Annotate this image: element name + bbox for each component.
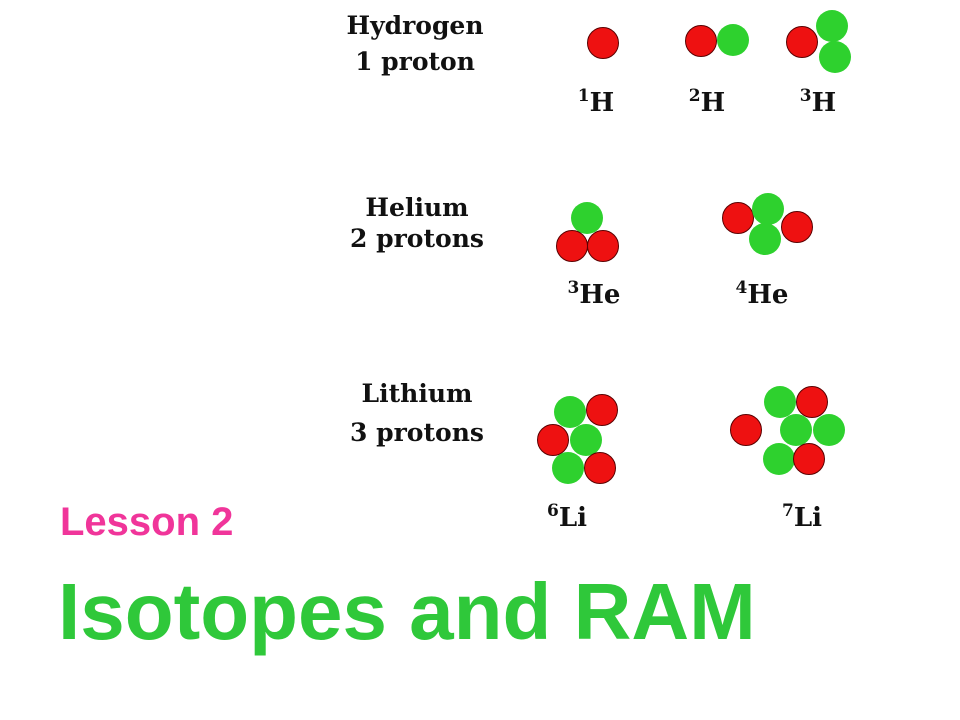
proton: [537, 424, 569, 456]
neutron: [816, 10, 848, 42]
isotope-label-li7: 7Li: [781, 501, 823, 533]
proton: [793, 443, 825, 475]
neutron: [763, 443, 795, 475]
proton: [730, 414, 762, 446]
proton: [786, 26, 818, 58]
neutron: [749, 223, 781, 255]
proton: [584, 452, 616, 484]
neutron: [764, 386, 796, 418]
proton: [587, 230, 619, 262]
proton-count-hydrogen: 1 proton: [355, 47, 475, 76]
neutron: [752, 193, 784, 225]
proton-count-helium: 2 protons: [350, 224, 484, 253]
element-name-lithium: Lithium: [361, 379, 473, 408]
neutron: [571, 202, 603, 234]
neutron: [570, 424, 602, 456]
proton: [796, 386, 828, 418]
neutron: [819, 41, 851, 73]
isotope-label-h1: 1H: [577, 86, 615, 118]
isotope-label-li6: 6Li: [546, 501, 588, 533]
lesson-number: Lesson 2: [60, 500, 234, 544]
element-name-helium: Helium: [365, 193, 469, 222]
proton: [781, 211, 813, 243]
isotope-label-he3: 3He: [567, 278, 621, 310]
proton: [556, 230, 588, 262]
proton: [722, 202, 754, 234]
proton-count-lithium: 3 protons: [350, 418, 484, 447]
isotope-label-h2: 2H: [688, 86, 726, 118]
isotope-label-he4: 4He: [735, 278, 789, 310]
proton: [685, 25, 717, 57]
isotope-label-h3: 3H: [799, 86, 837, 118]
proton: [587, 27, 619, 59]
neutron: [717, 24, 749, 56]
element-name-hydrogen: Hydrogen: [346, 11, 484, 40]
neutron: [813, 414, 845, 446]
neutron: [554, 396, 586, 428]
neutron: [552, 452, 584, 484]
proton: [586, 394, 618, 426]
slide-title: Isotopes and RAM: [58, 567, 756, 656]
neutron: [780, 414, 812, 446]
